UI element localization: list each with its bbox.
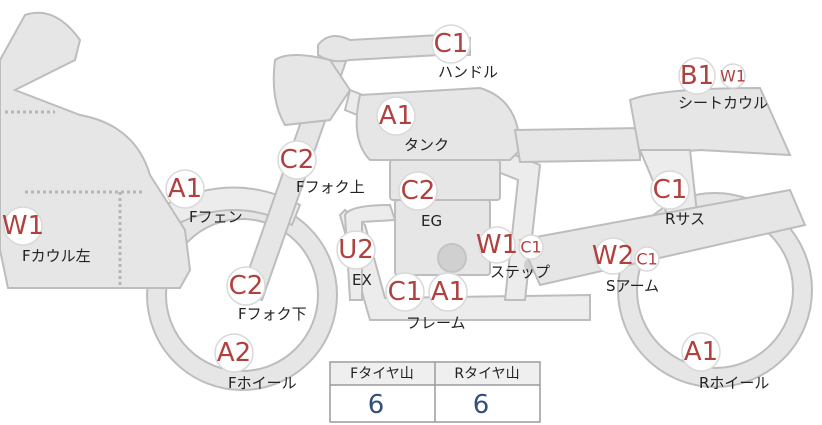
svg-text:A1: A1: [379, 101, 413, 131]
svg-text:U2: U2: [338, 235, 374, 265]
part-label: Rホイール: [699, 374, 769, 392]
part-step: W1 C1 ステップ: [476, 226, 550, 281]
rating-badge: A1: [681, 332, 721, 372]
svg-text:C1: C1: [636, 250, 657, 269]
rating-badge: C1: [431, 24, 471, 64]
part-swing-arm: W2 C1 Sアーム: [592, 237, 660, 295]
part-label: ハンドル: [438, 63, 498, 81]
svg-text:C1: C1: [388, 277, 423, 307]
part-r-wheel: A1 Rホイール: [681, 332, 769, 392]
rating-badge: C2: [277, 140, 317, 180]
rear-tread-header: Rタイヤ山: [454, 366, 519, 382]
part-r-sus: C1 Rサス: [650, 170, 705, 228]
svg-text:A1: A1: [431, 277, 465, 307]
svg-text:W1: W1: [476, 230, 518, 260]
rating-badge: A1: [428, 272, 468, 312]
svg-text:C1: C1: [520, 238, 541, 257]
part-label: シートカウル: [678, 94, 768, 112]
part-label: ステップ: [490, 263, 550, 281]
rating-badge: W1: [2, 206, 44, 246]
rear-tread-value: 6: [473, 390, 490, 420]
part-exhaust: U2 EX: [336, 230, 376, 289]
rating-badge: C1: [650, 170, 690, 210]
part-label: フレーム: [406, 314, 466, 332]
rating-badge: C2: [398, 171, 438, 211]
rating-badge-small: W1: [720, 63, 746, 89]
front-tread-value: 6: [368, 390, 385, 420]
front-tread-header: Fタイヤ山: [350, 366, 414, 382]
svg-text:C2: C2: [280, 145, 315, 175]
part-label: Fカウル左: [22, 247, 91, 265]
part-seat-cowl: B1 W1 シートカウル: [678, 57, 768, 112]
part-label: Rサス: [665, 210, 705, 228]
part-f-fender: A1 Fフェン: [165, 169, 243, 226]
part-engine: C2 EG: [398, 171, 442, 230]
rating-badge-small: C1: [634, 246, 660, 272]
part-tank: A1 タンク: [376, 96, 449, 154]
rating-badge: W1: [476, 226, 518, 264]
tread-table: Fタイヤ山 Rタイヤ山 6 6: [329, 361, 541, 423]
part-label: Fフォク上: [296, 178, 365, 196]
part-label: Fフェン: [189, 208, 243, 226]
rating-badge: C2: [226, 266, 266, 306]
part-label: Sアーム: [606, 277, 659, 295]
part-f-cowl-left: W1 Fカウル左: [2, 206, 91, 265]
part-f-fork-upper: C2 Fフォク上: [277, 140, 365, 196]
svg-text:C2: C2: [229, 271, 264, 301]
part-label: EG: [421, 212, 442, 230]
part-f-fork-lower: C2 Fフォク下: [226, 266, 307, 323]
part-handle: C1 ハンドル: [431, 24, 498, 81]
svg-text:C1: C1: [653, 175, 688, 205]
svg-text:C2: C2: [401, 176, 436, 206]
svg-text:C1: C1: [434, 29, 469, 59]
rating-badge: B1: [678, 57, 716, 95]
svg-text:A1: A1: [168, 174, 202, 204]
part-label: EX: [352, 271, 372, 289]
rating-badge: A1: [376, 96, 416, 136]
part-frame: C1 A1 フレーム: [385, 272, 468, 332]
rating-badge-small: C1: [518, 234, 544, 260]
svg-text:W1: W1: [720, 67, 746, 86]
svg-text:B1: B1: [680, 61, 714, 91]
rating-badge: C1: [385, 272, 425, 312]
rating-badge: A2: [214, 333, 254, 373]
part-f-wheel: A2 Fホイール: [214, 333, 297, 392]
rating-badge: A1: [165, 169, 205, 209]
svg-text:W1: W1: [2, 211, 44, 241]
rating-badge: U2: [336, 230, 376, 270]
svg-text:W2: W2: [592, 241, 634, 271]
part-label: タンク: [404, 136, 449, 154]
part-label: Fホイール: [228, 374, 297, 392]
rating-badge: W2: [592, 237, 634, 275]
svg-text:A1: A1: [684, 337, 718, 367]
part-label: Fフォク下: [238, 305, 307, 323]
svg-text:A2: A2: [217, 338, 251, 368]
